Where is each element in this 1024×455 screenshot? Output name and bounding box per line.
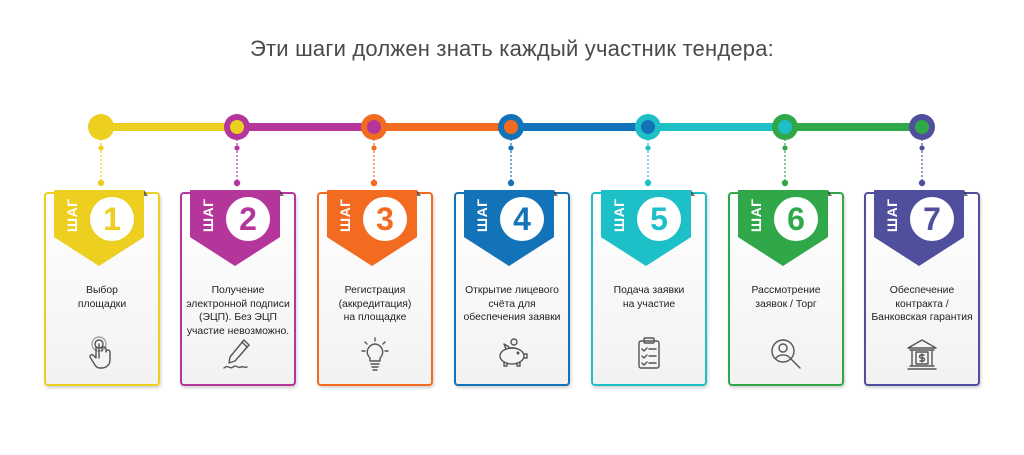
connector-dot <box>919 145 925 151</box>
step-label: ШАГ <box>200 198 216 232</box>
step-number: 3 <box>363 197 407 241</box>
step-description: Регистрация (аккредитация) на площадке <box>323 284 427 325</box>
timeline-node-inner <box>504 120 518 134</box>
ribbon-fold <box>828 190 832 196</box>
timeline-node-inner <box>915 120 929 134</box>
step-description-line: контракта / <box>895 298 949 310</box>
step-label: ШАГ <box>474 198 490 232</box>
step-description-line: Открытие лицевого <box>465 285 559 296</box>
step-description-line: Банковская гарантия <box>871 312 973 323</box>
ribbon-fold <box>144 190 148 196</box>
step-ribbon: ШАГ 1 <box>54 190 144 266</box>
bank-icon <box>904 336 940 372</box>
step-description-line: заявок / Торг <box>755 298 817 310</box>
step-number: 6 <box>774 197 818 241</box>
connector-pin <box>644 179 652 187</box>
connector-pin <box>507 179 515 187</box>
ribbon-fold <box>554 190 558 196</box>
ribbon-fold <box>691 190 695 196</box>
step-ribbon: ШАГ 3 <box>327 190 417 266</box>
connector-dot <box>782 145 788 151</box>
step-description-line: (аккредитация) <box>338 298 412 310</box>
step-description-line: участие невозможно. <box>186 325 290 337</box>
step-label: ШАГ <box>337 198 353 232</box>
hand-tap-icon <box>84 336 120 372</box>
connector-pin <box>918 179 926 187</box>
page-title: Эти шаги должен знать каждый участник те… <box>249 36 774 61</box>
step-description-line: на участие <box>622 298 676 310</box>
step-label: ШАГ <box>64 198 80 232</box>
step-description-line: Выбор <box>86 285 118 296</box>
step-number: 1 <box>90 197 134 241</box>
step-ribbon: ШАГ 2 <box>190 190 280 266</box>
step-description: Рассмотрение заявок / Торг <box>734 284 838 311</box>
step-description-line: на площадке <box>343 312 407 323</box>
step-label: ШАГ <box>748 198 764 232</box>
step-description-line: электронной подписи <box>186 298 290 310</box>
step-description: Обеспечение контракта / Банковская гаранти… <box>870 284 974 325</box>
timeline <box>88 114 935 187</box>
step-description: Выбор площадки <box>50 284 154 311</box>
connector-dot <box>508 145 514 151</box>
ribbon-fold <box>280 190 284 196</box>
connector-pin <box>97 179 105 187</box>
timeline-node-inner <box>778 120 792 134</box>
step-description-line: Подача заявки <box>613 285 685 296</box>
step-number: 2 <box>226 197 270 241</box>
connector-pin <box>370 179 378 187</box>
connector-dot <box>371 145 377 151</box>
timeline-node-inner <box>230 120 244 134</box>
timeline-node <box>88 114 114 140</box>
step-description-line: счёта для <box>488 298 536 310</box>
step-description: Подача заявки на участие <box>597 284 701 311</box>
step-label: ШАГ <box>611 198 627 232</box>
step-description-line: (ЭЦП). Без ЭЦП <box>199 312 277 323</box>
step-description: Открытие лицевого счёта для обеспечения за… <box>460 284 564 325</box>
ribbon-fold <box>417 190 421 196</box>
connector-pin <box>233 179 241 187</box>
checklist-icon <box>631 336 667 372</box>
step-description-line: площадки <box>77 298 127 310</box>
step-description: Получение электронной подписи (ЭЦП). Без Э… <box>186 284 290 338</box>
step-label: ШАГ <box>884 198 900 232</box>
step-number: 5 <box>637 197 681 241</box>
step-description-line: Рассмотрение <box>751 285 821 296</box>
connector-dot <box>234 145 240 151</box>
connector-dot <box>98 145 104 151</box>
step-description-line: Регистрация <box>344 285 406 296</box>
pen-signature-icon <box>220 336 256 372</box>
step-ribbon: ШАГ 5 <box>601 190 691 266</box>
step-ribbon: ШАГ 4 <box>464 190 554 266</box>
step-number: 4 <box>500 197 544 241</box>
step-description-line: Обеспечение <box>889 285 955 296</box>
lightbulb-icon <box>357 336 393 372</box>
step-ribbon: ШАГ 7 <box>874 190 964 266</box>
connector-dot <box>645 145 651 151</box>
ribbon-fold <box>964 190 968 196</box>
piggy-bank-icon <box>494 336 530 372</box>
connector-pin <box>781 179 789 187</box>
step-description-line: Получение <box>211 285 265 296</box>
step-description-line: обеспечения заявки <box>463 312 561 323</box>
timeline-node-inner <box>641 120 655 134</box>
person-search-icon <box>768 336 804 372</box>
timeline-node-inner <box>367 120 381 134</box>
step-number: 7 <box>910 197 954 241</box>
step-ribbon: ШАГ 6 <box>738 190 828 266</box>
